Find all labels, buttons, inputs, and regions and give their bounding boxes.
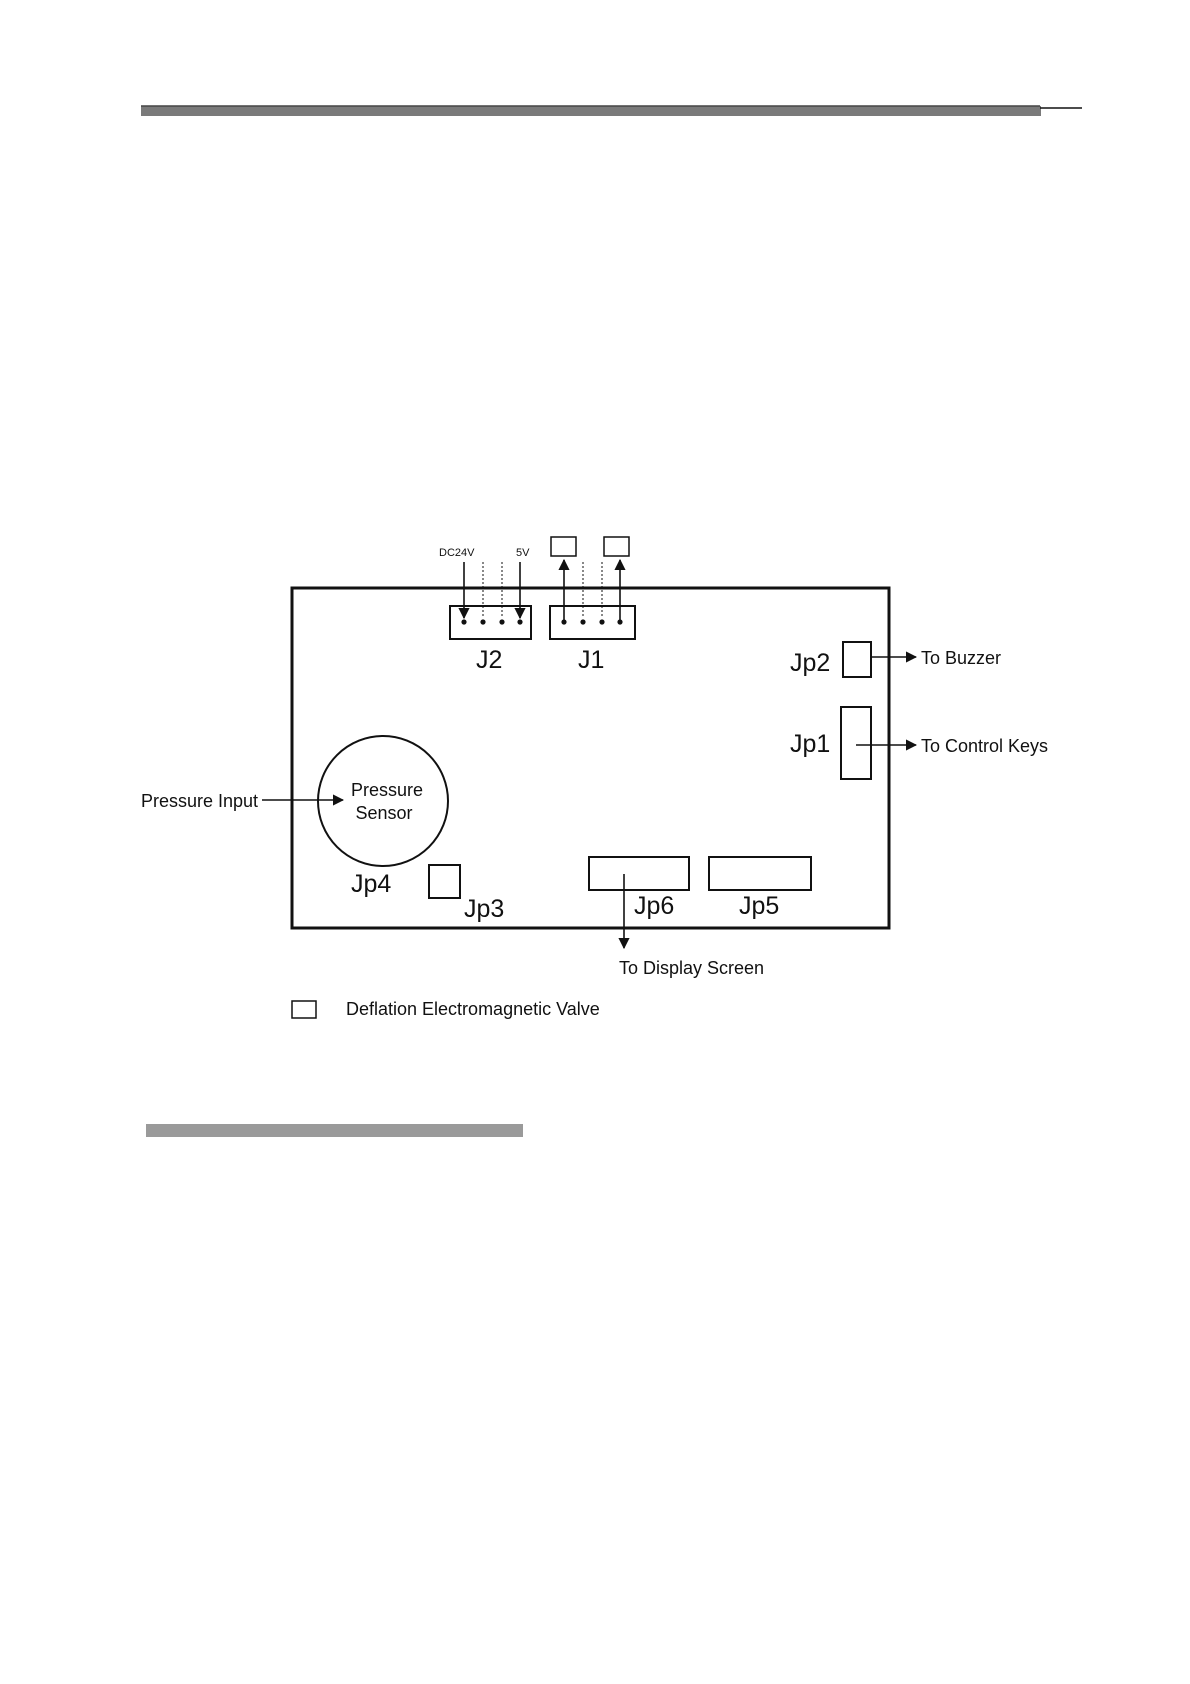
j1-label: J1	[578, 646, 604, 674]
connector-jp1	[841, 707, 871, 779]
jp6-label: Jp6	[634, 892, 674, 920]
5v-label: 5V	[516, 547, 530, 559]
j2-label: J2	[476, 646, 502, 674]
connector-j1	[550, 560, 635, 639]
to-display-screen-label: To Display Screen	[619, 958, 764, 978]
connector-j2	[450, 562, 531, 639]
jp1-label: Jp1	[790, 730, 830, 758]
legend-valve-swatch	[292, 1001, 316, 1018]
connector-jp6	[589, 857, 689, 890]
connector-jp3	[429, 865, 460, 898]
jp5-label: Jp5	[739, 892, 779, 920]
dc24v-label: DC24V	[439, 547, 475, 559]
section-heading-bar	[146, 1124, 523, 1137]
pressure-input-label: Pressure Input	[141, 791, 258, 811]
sensor-label-line1: Pressure	[351, 780, 423, 800]
to-buzzer-label: To Buzzer	[921, 648, 1001, 668]
pressure-sensor	[318, 736, 448, 866]
valve-box-right	[604, 537, 629, 556]
connector-jp2	[843, 642, 871, 677]
sensor-label-line2: Sensor	[355, 803, 412, 823]
header-rule	[141, 106, 1082, 116]
valve-box-left	[551, 537, 576, 556]
jp3-label: Jp3	[464, 895, 504, 923]
to-control-keys-label: To Control Keys	[921, 736, 1048, 756]
jp2-label: Jp2	[790, 649, 830, 677]
legend-valve-label: Deflation Electromagnetic Valve	[346, 999, 600, 1019]
connector-jp5	[709, 857, 811, 890]
jp4-label: Jp4	[351, 870, 391, 898]
